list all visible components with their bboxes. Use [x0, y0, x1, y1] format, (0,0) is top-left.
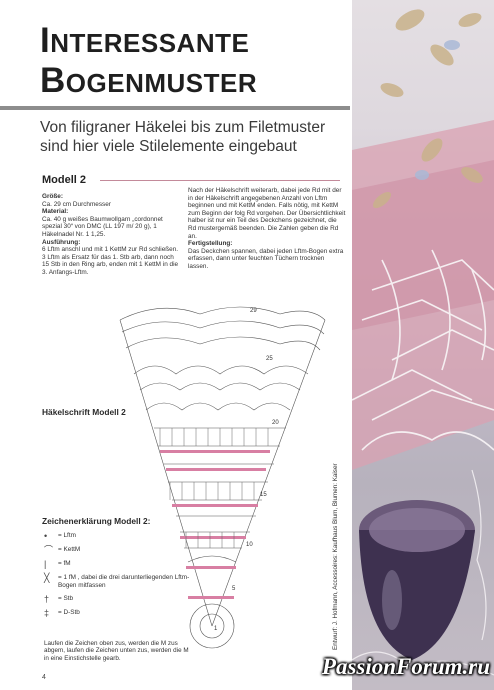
round-label-10: 10 — [246, 542, 253, 548]
title-rule — [0, 106, 350, 110]
title-line2-rest: OGENMUSTER — [65, 68, 258, 98]
round-label-20: 20 — [272, 420, 279, 426]
instructions-right-column: Nach der Häkelschrift weiterarb, dabei j… — [188, 187, 346, 271]
execution-text: 6 Lftm anschl und mit 1 KettM zur Rd sch… — [42, 246, 179, 276]
page-number: 4 — [42, 674, 46, 681]
crochet-chart: 29 25 20 15 10 5 1 — [119, 306, 326, 649]
round-label-1: 1 — [214, 626, 218, 632]
continuation-text: Nach der Häkelschrift weiterarb, dabei j… — [188, 187, 346, 240]
legend: • = Lftm ⌒ = KettM | = fM ╳ = 1 fM , dab… — [44, 532, 194, 623]
instructions-left-column: Größe: Ca. 29 cm Durchmesser Material: C… — [42, 193, 180, 277]
execution-label: Ausführung: — [42, 238, 81, 246]
legend-text: = KettM — [58, 546, 81, 553]
subtitle: Von filigraner Häkelei bis zum Filetmust… — [40, 118, 340, 156]
legend-item: ╳ = 1 fM , dabei die drei darunterliegen… — [44, 574, 194, 589]
watermark: PassionForum.ru — [321, 654, 490, 679]
model-heading: Modell 2 — [42, 174, 87, 186]
legend-item: ⌒ = KettM — [44, 545, 194, 555]
finishing-text: Das Deckchen spannen, dabei jeden Lftm-B… — [188, 247, 344, 270]
legend-item: ‡ = D-Stb — [44, 608, 194, 619]
material-label: Material: — [42, 208, 69, 216]
page-title: INTERESSANTE BOGENMUSTER — [40, 21, 340, 104]
material-text: Ca. 40 g weißes Baumwollgarn „cordonnet … — [42, 215, 163, 238]
title-line2-initial: B — [40, 61, 66, 100]
legend-note: Laufen die Zeichen oben zus, werden die … — [44, 640, 189, 662]
photo-illustration — [352, 9, 494, 676]
legend-item: | = fM — [44, 559, 194, 569]
legend-title: Zeichenerklärung Modell 2: — [42, 516, 151, 526]
model-rule — [100, 180, 340, 181]
double-crochet-icon: † — [44, 594, 50, 605]
doily-photo — [352, 0, 494, 690]
legend-text: = D-Stb — [58, 609, 80, 617]
title-rest: NTERESSANTE — [50, 28, 250, 58]
size-text: Ca. 29 cm Durchmesser — [42, 200, 111, 208]
treble-crochet-icon: ‡ — [44, 608, 50, 619]
diagram-title: Häkelschrift Modell 2 — [42, 407, 126, 417]
cross-stitch-icon: ╳ — [44, 573, 50, 583]
chain-stitch-icon: • — [44, 531, 48, 541]
round-label-15: 15 — [260, 492, 267, 498]
photo-credit: Entwurf: J. Hofmann, Accessoires: Kaufha… — [332, 463, 339, 650]
subtitle-line-2: sind hier viele Stilelemente eingebaut — [40, 138, 297, 155]
legend-text: = Lftm — [58, 532, 76, 539]
title-initial: I — [40, 21, 51, 60]
legend-text: = Stb — [58, 595, 74, 603]
finishing-label: Fertigstellung: — [188, 240, 233, 248]
slip-stitch-icon: ⌒ — [44, 545, 54, 555]
round-label-29: 29 — [250, 308, 257, 314]
legend-item: † = Stb — [44, 594, 194, 605]
single-crochet-icon: | — [44, 559, 47, 569]
legend-item: • = Lftm — [44, 531, 194, 541]
legend-text: = 1 fM , dabei die drei darunterliegende… — [58, 574, 190, 589]
legend-text: = fM — [58, 560, 71, 567]
round-label-25: 25 — [266, 356, 273, 362]
size-label: Größe: — [42, 193, 63, 200]
round-label-5: 5 — [232, 586, 236, 592]
subtitle-line-1: Von filigraner Häkelei bis zum Filetmust… — [40, 119, 326, 136]
